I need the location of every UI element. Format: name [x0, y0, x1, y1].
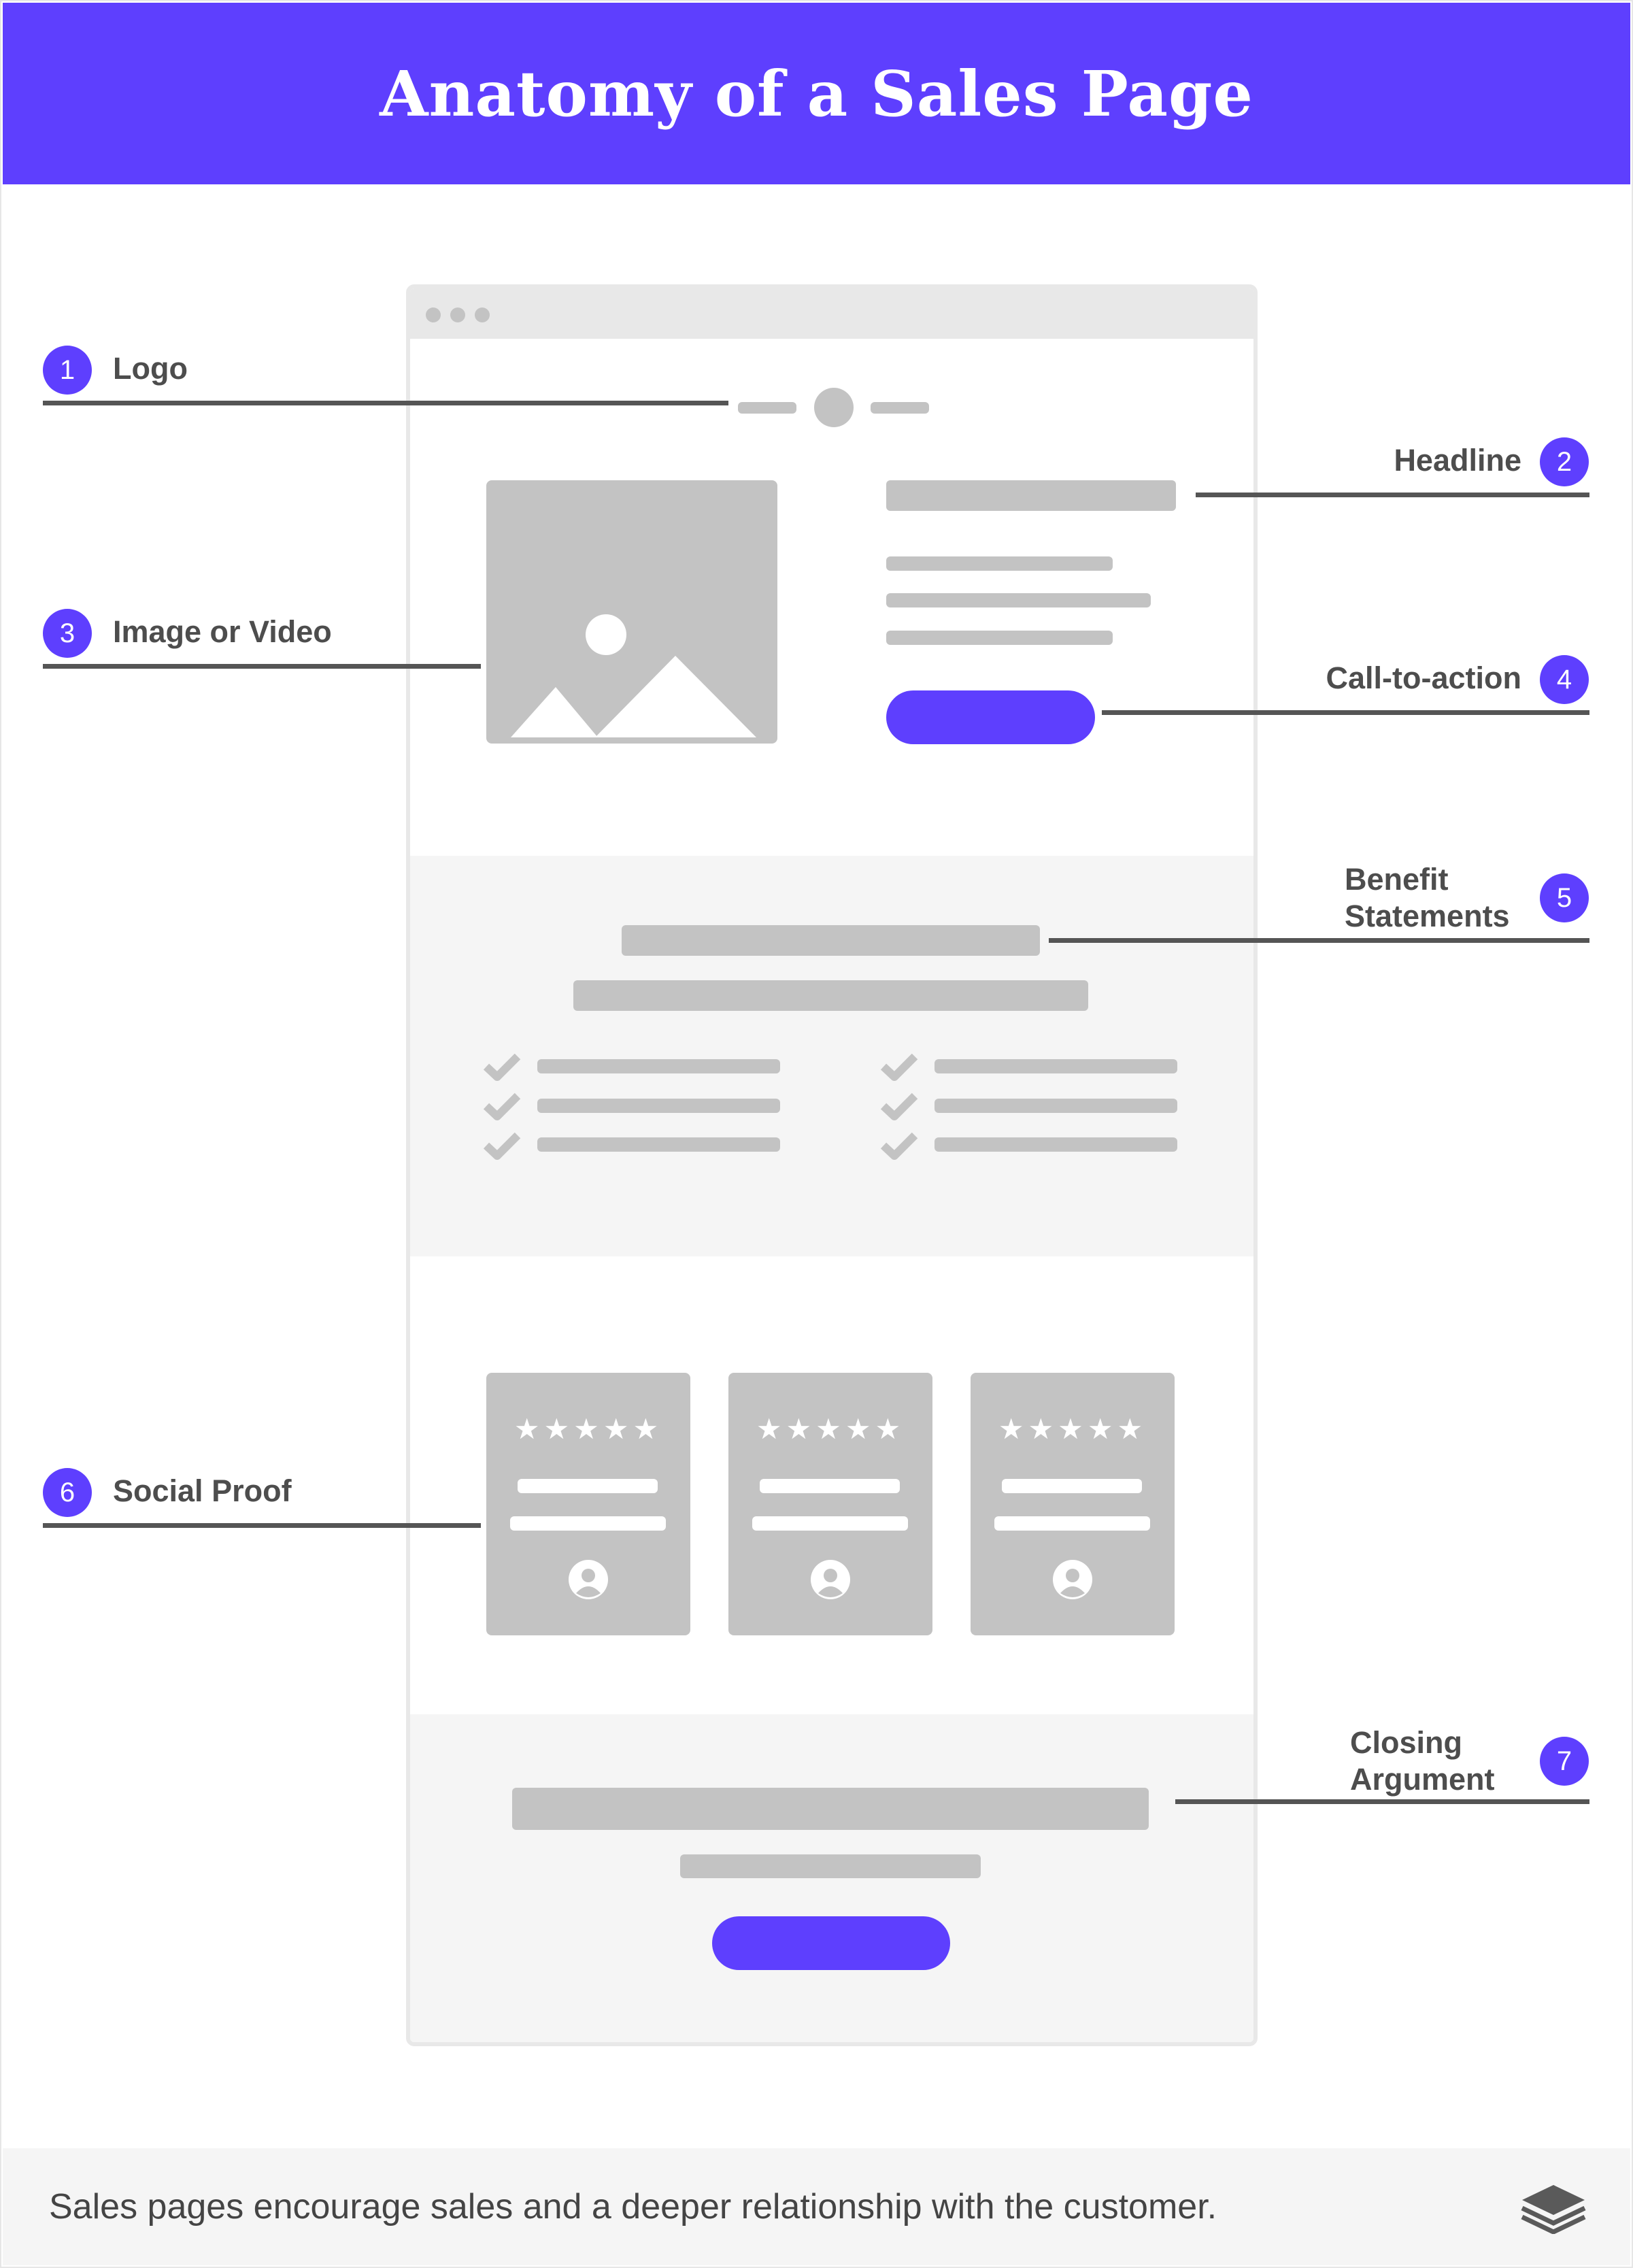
- star-icon: ★★★★★: [514, 1412, 663, 1446]
- testimonial-line-placeholder: [994, 1516, 1150, 1531]
- header-banner: Anatomy of a Sales Page: [3, 3, 1630, 184]
- callout-label-line: Benefit: [1345, 862, 1449, 897]
- callout-label-line: Argument: [1350, 1762, 1495, 1797]
- callout-badge-6: 6: [43, 1468, 92, 1517]
- callout-label-line: Statements: [1345, 899, 1510, 933]
- callout-label-call-to-action: Call-to-action: [1326, 661, 1522, 695]
- callout-badge-5: 5: [1540, 873, 1589, 922]
- star-icon: ★★★★★: [756, 1412, 905, 1446]
- page-title: Anatomy of a Sales Page: [380, 56, 1253, 131]
- callout-badge-7: 7: [1540, 1737, 1589, 1786]
- callout-label-social-proof: Social Proof: [113, 1473, 292, 1508]
- callout-label-image-or-video: Image or Video: [113, 614, 332, 649]
- window-dot: [450, 307, 465, 322]
- user-avatar-icon: [569, 1560, 608, 1599]
- callout-line-closing-argument: [1175, 1799, 1589, 1804]
- nav-link-placeholder: [738, 402, 796, 414]
- callout-label-headline: Headline: [1394, 443, 1521, 478]
- window-dot: [475, 307, 490, 322]
- benefit-line-placeholder: [537, 1099, 780, 1113]
- testimonial-line-placeholder: [760, 1479, 900, 1493]
- callout-badge-1: 1: [43, 346, 92, 395]
- benefit-line-placeholder: [537, 1059, 780, 1073]
- closing-heading-placeholder: [512, 1788, 1149, 1830]
- browser-mockup: ★★★★★ ★★★★★ ★★★★★: [406, 284, 1258, 2046]
- benefit-line-placeholder: [935, 1059, 1177, 1073]
- user-avatar-icon: [811, 1560, 850, 1599]
- testimonial-card: ★★★★★: [728, 1373, 932, 1635]
- testimonial-line-placeholder: [752, 1516, 908, 1531]
- callout-label-logo: Logo: [113, 351, 188, 386]
- callout-badge-2: 2: [1540, 437, 1589, 486]
- text-line-placeholder: [886, 631, 1113, 645]
- callout-line-social-proof: [43, 1523, 481, 1528]
- checkmark-icon: [483, 1054, 521, 1160]
- callout-label-line: Closing: [1350, 1725, 1462, 1760]
- testimonial-line-placeholder: [518, 1479, 658, 1493]
- browser-titlebar: [410, 288, 1253, 339]
- text-line-placeholder: [886, 593, 1151, 607]
- callout-label-benefit-statements: Benefit Statements: [1345, 861, 1510, 935]
- benefit-line-placeholder: [935, 1099, 1177, 1113]
- footer-bar: Sales pages encourage sales and a deeper…: [3, 2148, 1630, 2265]
- testimonial-line-placeholder: [1002, 1479, 1142, 1493]
- callout-label-closing-argument: Closing Argument: [1350, 1724, 1495, 1798]
- headline-placeholder: [886, 480, 1176, 511]
- callout-line-image-or-video: [43, 664, 481, 669]
- window-dot: [426, 307, 441, 322]
- testimonial-card: ★★★★★: [486, 1373, 690, 1635]
- closing-section: [410, 1714, 1253, 2042]
- callout-line-benefit-statements: [1049, 938, 1589, 943]
- callout-badge-4: 4: [1540, 655, 1589, 704]
- text-line-placeholder: [886, 556, 1113, 571]
- callout-line-headline: [1196, 493, 1589, 497]
- callout-badge-3: 3: [43, 609, 92, 658]
- testimonial-line-placeholder: [510, 1516, 666, 1531]
- hero-image-placeholder: [486, 480, 777, 744]
- star-icon: ★★★★★: [998, 1412, 1147, 1446]
- callout-line-logo: [43, 401, 728, 405]
- closing-cta-button-placeholder: [712, 1916, 950, 1970]
- cta-button-placeholder: [886, 690, 1095, 744]
- section-subheading-placeholder: [573, 980, 1088, 1011]
- benefit-section: [410, 856, 1253, 1256]
- stacked-layers-logo-icon: [1521, 2185, 1586, 2234]
- benefit-line-placeholder: [537, 1137, 780, 1152]
- nav-link-placeholder: [871, 402, 929, 414]
- user-avatar-icon: [1053, 1560, 1092, 1599]
- callout-line-call-to-action: [1102, 710, 1589, 715]
- footer-caption: Sales pages encourage sales and a deeper…: [49, 2187, 1217, 2227]
- section-heading-placeholder: [622, 925, 1040, 956]
- checkmark-icon: [880, 1054, 918, 1160]
- benefit-line-placeholder: [935, 1137, 1177, 1152]
- closing-subtext-placeholder: [680, 1854, 981, 1878]
- testimonial-card: ★★★★★: [971, 1373, 1175, 1635]
- image-placeholder-icon: [511, 614, 756, 737]
- logo-placeholder: [814, 388, 854, 427]
